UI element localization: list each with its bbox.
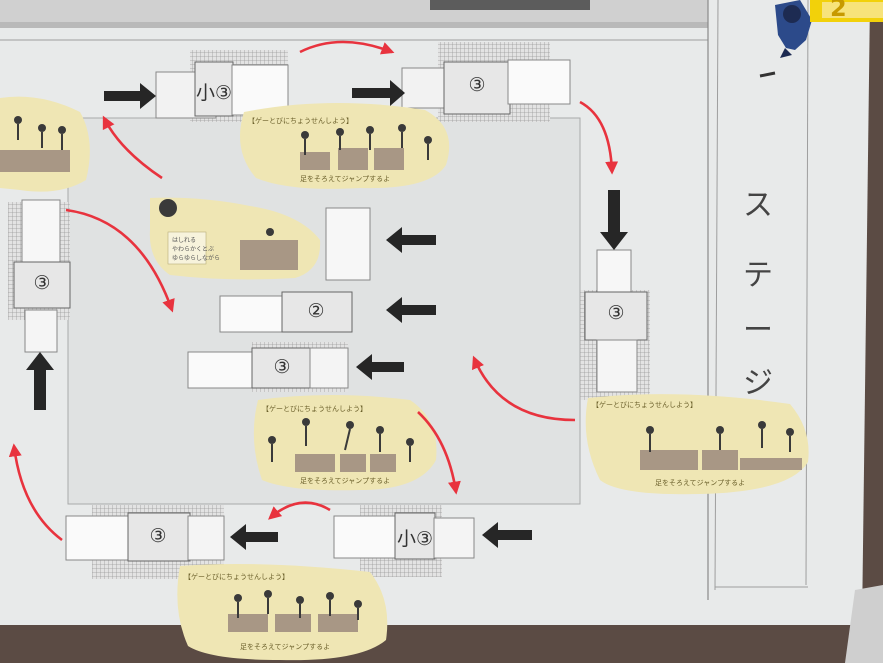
illustration-footer: 足をそろえてジャンプするよ: [655, 479, 746, 487]
station-label: ②: [307, 300, 325, 322]
station-label: 小③: [195, 82, 233, 104]
stage-label-char: ス: [743, 188, 773, 223]
station-bottom-small: [333, 505, 475, 577]
station-label: ③: [33, 272, 51, 294]
station-left-side: [8, 199, 71, 353]
red-arrow-icon: [417, 411, 461, 495]
illustration-footer: 足をそろえてジャンプするよ: [300, 477, 391, 485]
illustration-blob-topleft: [0, 96, 90, 192]
station-label: 小③: [396, 528, 434, 550]
station-center-three: [187, 342, 349, 392]
arrow-left-icon: [356, 354, 404, 380]
arrow-left-icon: [482, 522, 532, 548]
illustration-footer: 足をそろえてジャンプするよ: [240, 643, 331, 651]
arrow-left-icon: [386, 227, 436, 253]
stage-label-char: ジ: [743, 366, 773, 401]
station-top-right: [401, 42, 571, 122]
station-label: ③: [273, 356, 291, 378]
station-label: ③: [468, 74, 486, 96]
red-arrow-icon: [102, 115, 163, 180]
illustration-caption: 【ゲーとびにちょうせんしよう】: [248, 117, 353, 125]
mascot-icon: [759, 0, 812, 78]
illustration-caption: 【ゲーとびにちょうせんしよう】: [262, 405, 367, 413]
corner-number: 2: [830, 0, 847, 22]
arrow-down-icon: [600, 190, 628, 250]
center-upright-mat: [325, 207, 371, 281]
stage-label-char: テ: [743, 258, 773, 293]
station-center-two: [219, 291, 353, 333]
stage-label-char: ー: [743, 313, 773, 348]
illustration-caption: 【ゲーとびにちょうせんしよう】: [592, 401, 697, 409]
station-bottom-left: [65, 505, 225, 579]
illustration-caption: 【ゲーとびにちょうせんしよう】: [184, 573, 289, 581]
red-arrow-icon: [268, 501, 331, 520]
red-arrow-icon: [65, 208, 175, 313]
arrow-right-icon: [104, 83, 156, 109]
arrow-up-icon: [26, 352, 54, 410]
station-label: ③: [607, 302, 625, 324]
arrow-left-icon: [386, 297, 436, 323]
illustration-blob-bottom: [177, 564, 388, 661]
arrow-left-icon: [230, 524, 278, 550]
red-arrow-icon: [472, 355, 576, 422]
arrow-right-icon: [352, 80, 405, 106]
corner-number-badge: [810, 0, 883, 22]
station-right-side: [580, 249, 650, 400]
red-arrow-icon: [299, 40, 395, 55]
red-arrow-icon: [579, 100, 619, 175]
station-label: ③: [149, 525, 167, 547]
illustration-footer: 足をそろえてジャンプするよ: [300, 175, 391, 183]
coach-note: はしれる やわらかくとぶ ゆらゆらしながら: [172, 237, 221, 262]
red-arrow-icon: [8, 443, 63, 542]
station-top-small: [155, 50, 289, 122]
